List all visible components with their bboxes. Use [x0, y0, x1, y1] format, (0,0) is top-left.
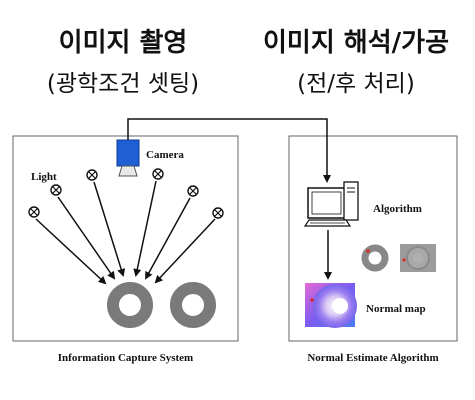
algorithm-label: Algorithm: [373, 203, 422, 215]
light-ray-arrow: [93, 181, 126, 277]
target-ring-object: [170, 282, 216, 328]
normal-map-label: Normal map: [366, 303, 426, 315]
ring-grayscale-thumbnail: [400, 244, 436, 272]
light-ray-arrow: [145, 197, 191, 280]
light-source-icon: [212, 207, 224, 219]
computer-icon: [303, 181, 359, 227]
light-source-icon: [152, 168, 164, 180]
light-ray-arrow: [133, 180, 157, 277]
camera-label: Camera: [146, 149, 184, 161]
analysis-subtitle: (전/후 처리): [297, 71, 415, 97]
ring-thumbnail: [361, 244, 389, 272]
light-label: Light: [31, 171, 57, 183]
camera-icon: [116, 139, 140, 177]
analysis-title: 이미지 해석/가공: [263, 28, 449, 58]
target-ring-object: [107, 282, 153, 328]
light-ray-arrow: [154, 218, 216, 284]
capture-title: 이미지 촬영: [58, 28, 188, 58]
light-source-icon: [187, 185, 199, 197]
capture-system-caption: Information Capture System: [57, 352, 194, 364]
algorithm-caption: Normal Estimate Algorithm: [307, 352, 439, 364]
light-ray-arrow: [35, 218, 107, 285]
light-source-icon: [50, 184, 62, 196]
light-source-icon: [28, 206, 40, 218]
camera-to-computer-connector: [127, 118, 331, 183]
light-source-icon: [86, 169, 98, 181]
light-ray-arrow: [57, 196, 116, 280]
normal-map-image: [305, 283, 357, 328]
capture-subtitle: (광학조건 셋팅): [46, 71, 200, 97]
